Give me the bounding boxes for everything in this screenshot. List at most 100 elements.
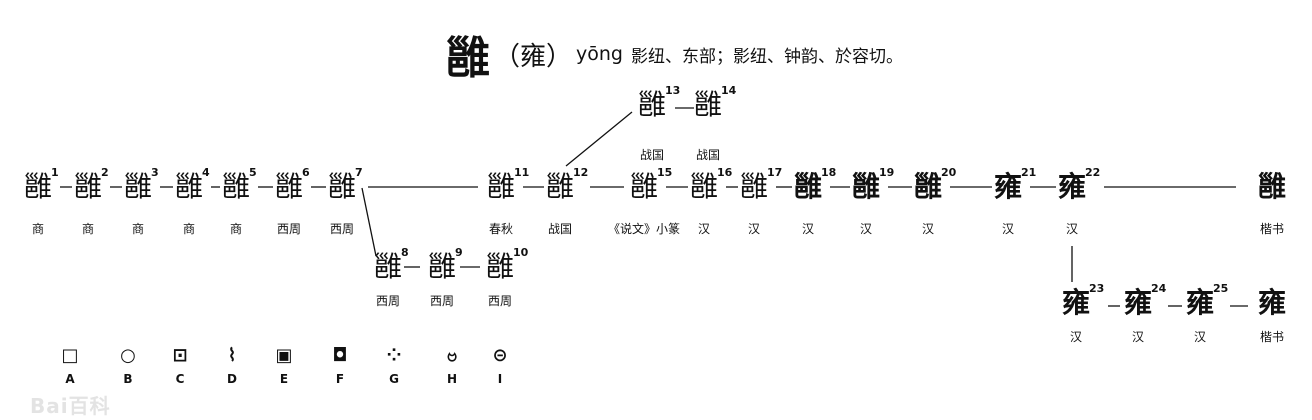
main-row-era-label: 汉	[747, 222, 761, 236]
right-branch-number: 23	[1089, 282, 1105, 295]
main-row-number: 19	[879, 166, 895, 179]
main-row-glyph: 雝	[174, 170, 204, 203]
final-right-glyph: 雍	[1257, 286, 1287, 319]
component-shape-icon: ⊝	[492, 345, 508, 366]
right-branch-glyph: 雍	[1061, 286, 1091, 319]
main-row-number: 18	[821, 166, 837, 179]
final-main-era-label: 楷书	[1259, 222, 1285, 236]
component-key-item: ⊡C	[160, 344, 200, 386]
main-row-number: 4	[202, 166, 210, 179]
main-row-glyph: 雝	[739, 170, 769, 203]
main-row-number: 20	[941, 166, 957, 179]
component-label: I	[497, 372, 503, 386]
main-row-number: 5	[249, 166, 257, 179]
main-row-number: 15	[657, 166, 673, 179]
title-pronunciation: yōng	[576, 43, 623, 65]
main-row-glyph: 雝	[274, 170, 304, 203]
main-row-glyph: 雝	[23, 170, 53, 203]
main-row-glyph: 雝	[793, 170, 823, 203]
component-label: G	[389, 372, 399, 386]
component-label: F	[335, 372, 345, 386]
final-right-era-label: 楷书	[1259, 330, 1285, 344]
main-row-glyph: 雝	[629, 170, 659, 203]
main-row-glyph: 雝	[851, 170, 881, 203]
main-row-number: 17	[767, 166, 783, 179]
main-row-era-label: 商	[131, 222, 145, 236]
page-title: 雝（雍）yōng 影纽、东部；影纽、钟韵、於容切。	[446, 22, 1006, 84]
component-label: E	[279, 372, 289, 386]
main-row-number: 22	[1085, 166, 1101, 179]
main-row-era-label: 商	[229, 222, 243, 236]
lower-branch-era-label: 西周	[487, 294, 513, 308]
component-label: D	[227, 372, 237, 386]
main-row-number: 11	[514, 166, 530, 179]
main-row-glyph: 雝	[73, 170, 103, 203]
main-row-era-label: 汉	[1065, 222, 1079, 236]
main-row-era-label: 商	[31, 222, 45, 236]
main-row-era-label: 汉	[921, 222, 935, 236]
main-row-glyph: 雝	[486, 170, 516, 203]
component-label: B	[123, 372, 133, 386]
top-branch-diagonal	[565, 111, 633, 167]
title-paren-char: （雍）	[494, 41, 573, 72]
main-row-era-label: 西周	[276, 222, 302, 236]
lower-branch-glyph: 雝	[427, 250, 457, 283]
main-row-glyph: 雍	[1057, 170, 1087, 203]
main-row-glyph: 雝	[327, 170, 357, 203]
right-branch-glyph: 雍	[1123, 286, 1153, 319]
main-row-era-label: 商	[182, 222, 196, 236]
lower-branch-glyph: 雝	[485, 250, 515, 283]
final-main-glyph: 雝	[1257, 170, 1287, 203]
component-shape-icon: ⌇	[227, 345, 237, 366]
main-row-era-label: 春秋	[488, 222, 514, 236]
component-key-item: □A	[50, 344, 90, 386]
lower-branch-number: 9	[455, 246, 463, 259]
main-row-era-label: 汉	[801, 222, 815, 236]
component-shape-icon: ⁘	[386, 345, 402, 366]
main-row-era-label: 《说文》小篆	[607, 222, 681, 236]
watermark: Bai百科	[30, 394, 111, 418]
main-row-glyph: 雝	[913, 170, 943, 203]
lower-branch-era-label: 西周	[429, 294, 455, 308]
main-row-number: 6	[302, 166, 310, 179]
title-description: 影纽、东部；影纽、钟韵、於容切。	[631, 46, 903, 67]
component-key-item: ⌇D	[212, 344, 252, 386]
main-row-number: 3	[151, 166, 159, 179]
component-shape-icon: ဗ	[446, 345, 458, 366]
main-row-era-label: 汉	[697, 222, 711, 236]
main-row-era-label: 汉	[859, 222, 873, 236]
top-branch-era-label: 战国	[695, 148, 721, 162]
right-branch-era-label: 汉	[1069, 330, 1083, 344]
right-branch-number: 25	[1213, 282, 1229, 295]
component-key-item: ▣E	[264, 344, 304, 386]
main-row-glyph: 雝	[689, 170, 719, 203]
top-branch-glyph: 雝	[637, 88, 667, 121]
lower-branch-number: 10	[513, 246, 529, 259]
top-branch-number: 14	[721, 84, 737, 97]
title-main-char: 雝	[446, 33, 490, 84]
component-label: H	[446, 372, 458, 386]
right-branch-era-label: 汉	[1193, 330, 1207, 344]
main-row-number: 2	[101, 166, 109, 179]
component-shape-icon: ◘	[332, 345, 348, 366]
main-row-number: 1	[51, 166, 59, 179]
component-label: A	[65, 372, 75, 386]
top-branch-era-label: 战国	[639, 148, 665, 162]
top-branch-number: 13	[665, 84, 681, 97]
main-row-number: 12	[573, 166, 589, 179]
main-row-glyph: 雝	[545, 170, 575, 203]
main-row-number: 7	[355, 166, 363, 179]
component-shape-icon: ▣	[275, 345, 293, 366]
main-row-glyph: 雍	[993, 170, 1023, 203]
main-row-era-label: 西周	[329, 222, 355, 236]
component-shape-icon: ○	[120, 345, 136, 366]
connector-lines	[60, 107, 1248, 307]
component-key-item: ◘F	[320, 344, 360, 386]
main-row-number: 21	[1021, 166, 1037, 179]
lower-branch-number: 8	[401, 246, 409, 259]
main-row-era-label: 商	[81, 222, 95, 236]
main-row-era-label: 汉	[1001, 222, 1015, 236]
right-branch-number: 24	[1151, 282, 1167, 295]
component-shape-icon: ⊡	[172, 345, 188, 366]
